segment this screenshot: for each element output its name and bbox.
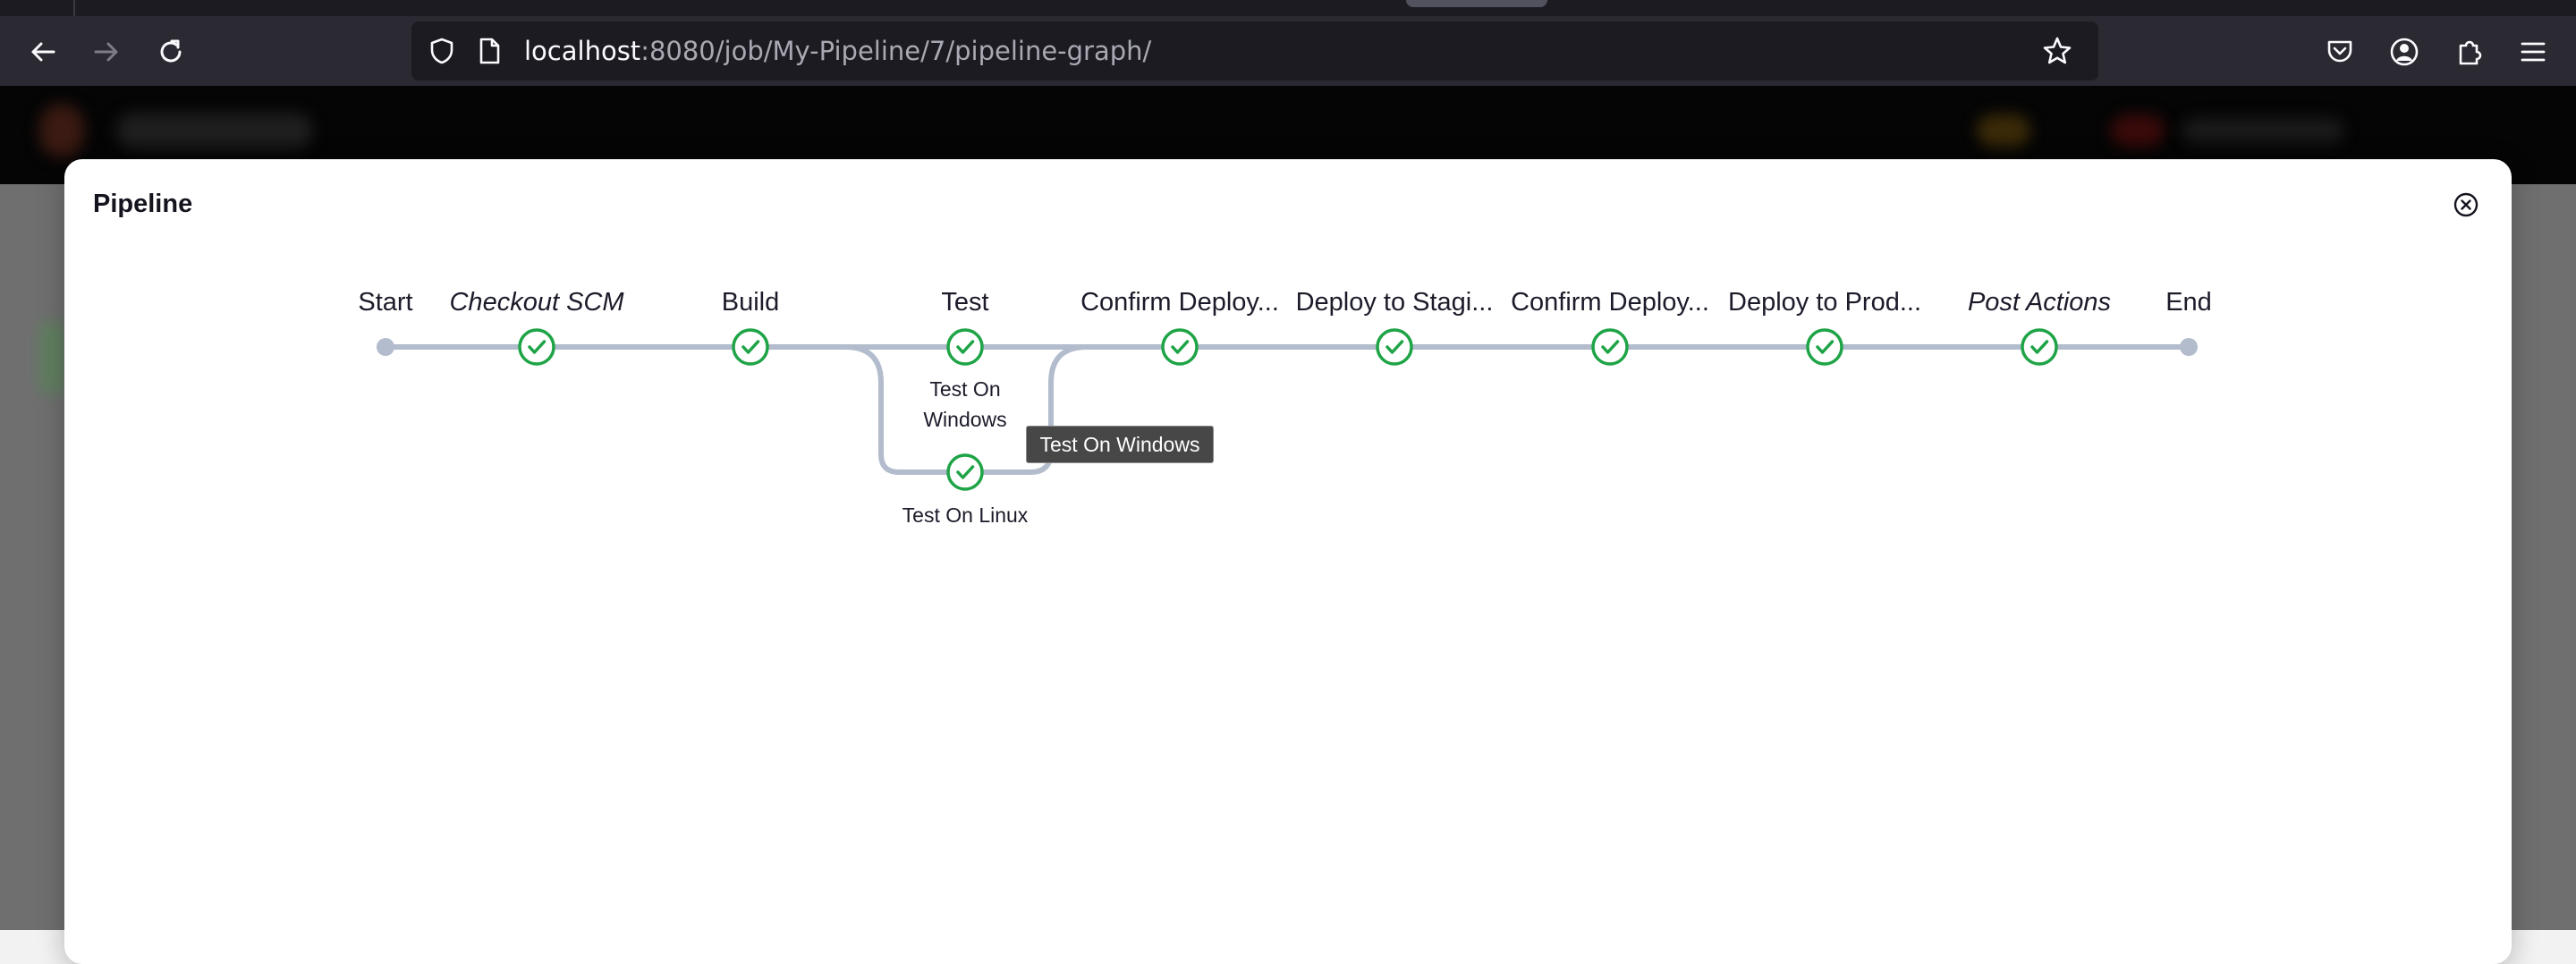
notification-dimmed	[1977, 114, 2030, 147]
success-check-icon	[956, 465, 975, 479]
success-check-icon	[956, 340, 975, 354]
url-path: :8080/job/My-Pipeline/7/pipeline-graph/	[640, 36, 1152, 66]
url-text[interactable]: localhost:8080/job/My-Pipeline/7/pipelin…	[524, 21, 1151, 80]
stage-node-confirm-deploy-6[interactable]	[1591, 328, 1629, 366]
stage-label-confirm-deploy[interactable]: Confirm Deploy...	[1080, 288, 1279, 317]
url-host: localhost	[524, 36, 641, 66]
browser-toolbar: localhost:8080/job/My-Pipeline/7/pipelin…	[0, 16, 2576, 86]
stage-label-end[interactable]: End	[2165, 288, 2212, 317]
stage-node-test-3[interactable]	[946, 328, 984, 366]
stage-label-deploy-to-stagi[interactable]: Deploy to Stagi...	[1295, 288, 1494, 317]
success-check-icon	[1385, 340, 1404, 354]
active-tab[interactable]	[1406, 0, 1547, 7]
back-arrow-icon	[31, 42, 55, 62]
reload-button[interactable]	[153, 34, 189, 70]
stage-label-deploy-to-prod[interactable]: Deploy to Prod...	[1728, 288, 1921, 317]
extensions-button[interactable]	[2452, 34, 2487, 70]
url-bar[interactable]: localhost:8080/job/My-Pipeline/7/pipelin…	[411, 21, 2098, 80]
parallel-branch-label-linux: Test On Linux	[902, 503, 1029, 527]
app-menu-button[interactable]	[2515, 34, 2551, 70]
windows-label-line1: Test On	[929, 377, 1001, 401]
user-dimmed	[2182, 118, 2343, 143]
tab-strip	[0, 0, 2576, 16]
stage-node-post-actions-8[interactable]	[2021, 328, 2058, 366]
stage-node-deploy-to-prod-7[interactable]	[1806, 328, 1843, 366]
stage-label-test[interactable]: Test	[941, 288, 989, 317]
end-node	[2180, 338, 2198, 356]
star-icon	[2043, 37, 2072, 64]
stage-label-start[interactable]: Start	[358, 288, 413, 317]
jenkins-wordmark-dimmed	[116, 113, 313, 148]
stage-node-checkout-scm-1[interactable]	[518, 328, 555, 366]
account-icon	[2390, 38, 2419, 66]
pipeline-graph: Start Checkout SCM Build Test Confirm Deploy…	[358, 288, 2212, 527]
page-icon	[479, 38, 500, 64]
windows-label-line2: Windows	[923, 408, 1007, 431]
success-check-icon	[1816, 340, 1835, 354]
stage-node-build-2[interactable]	[732, 328, 769, 366]
pipeline-graph-svg	[377, 328, 2198, 491]
success-check-icon	[1171, 340, 1190, 354]
stage-label-post-actions[interactable]: Post Actions	[1967, 288, 2112, 317]
sidebar-dimmed	[39, 322, 66, 393]
account-button[interactable]	[2386, 34, 2422, 70]
alert-dimmed	[2111, 114, 2165, 147]
success-check-icon	[1601, 340, 1620, 354]
modal-title: Pipeline	[93, 190, 193, 218]
stage-node-confirm-deploy-4[interactable]	[1161, 328, 1199, 366]
pocket-icon	[2327, 40, 2352, 63]
back-button[interactable]	[25, 34, 61, 70]
menu-icon	[2521, 42, 2546, 62]
parallel-branch-label-windows: Test On Windows	[923, 374, 1006, 435]
node-tooltip: Test On Windows	[1026, 426, 1214, 463]
success-check-icon	[2030, 340, 2049, 354]
close-circle-icon	[2453, 192, 2479, 217]
shield-icon	[430, 38, 453, 64]
stage-label-checkout-scm[interactable]: Checkout SCM	[449, 288, 624, 317]
stage-node-test-on-linux[interactable]	[946, 453, 984, 491]
reload-icon	[160, 39, 182, 63]
stage-node-deploy-to-stagi-5[interactable]	[1376, 328, 1413, 366]
tab-divider	[73, 0, 75, 16]
forward-arrow-icon	[94, 42, 118, 62]
extensions-icon	[2459, 40, 2482, 65]
close-modal-button[interactable]	[2451, 190, 2481, 220]
page-info-button[interactable]	[471, 33, 507, 69]
bookmark-button[interactable]	[2039, 33, 2075, 69]
pocket-button[interactable]	[2322, 34, 2358, 70]
jenkins-logo-dimmed	[39, 104, 84, 157]
start-node	[377, 338, 394, 356]
site-security-button[interactable]	[424, 33, 460, 69]
pipeline-modal: Pipeline	[64, 159, 2512, 964]
stage-label-confirm-deploy[interactable]: Confirm Deploy...	[1511, 288, 1709, 317]
stage-label-build[interactable]: Build	[721, 288, 780, 317]
forward-button[interactable]	[89, 34, 124, 70]
success-check-icon	[528, 340, 547, 354]
success-check-icon	[741, 340, 760, 354]
